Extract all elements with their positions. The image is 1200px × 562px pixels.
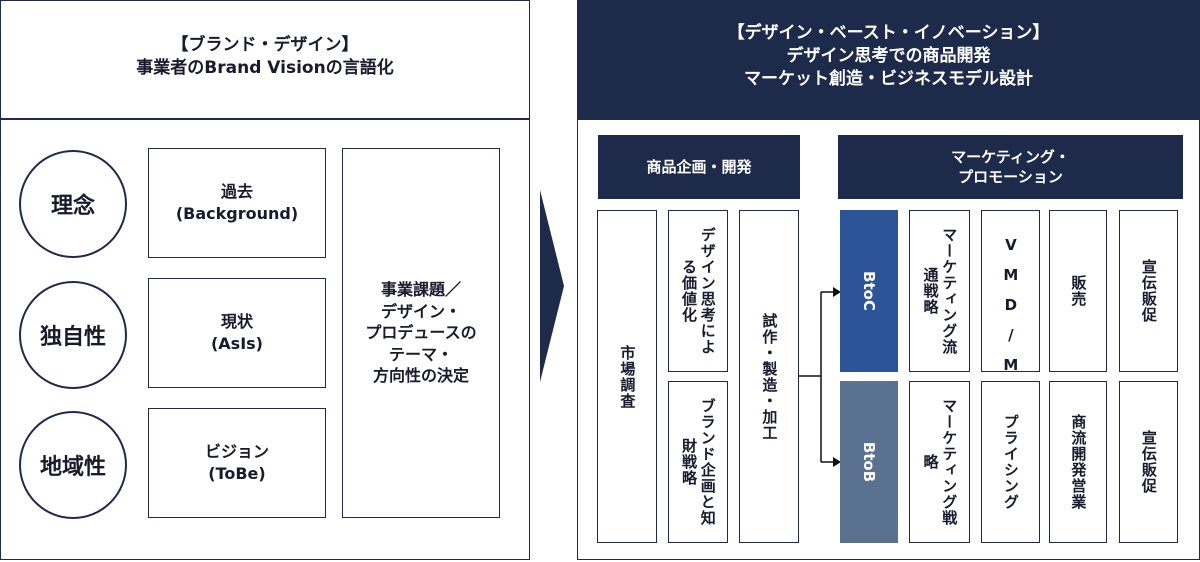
circle-uniqueness: 独自性 xyxy=(19,281,127,389)
circle-regionality: 地域性 xyxy=(19,411,127,519)
advertising-btob-label: 宣伝販促 xyxy=(1139,430,1158,494)
vmd-md-label: VMD/MD xyxy=(1001,236,1020,416)
box-past-background: 過去 (Background) xyxy=(148,148,326,258)
brand-design-header-divider xyxy=(0,118,530,120)
box-advertising-btob: 宣伝販促 xyxy=(1119,381,1178,543)
box-theme-decision: 事業課題／ デザイン・ プロデュースの テーマ・ 方向性の決定 xyxy=(342,148,500,518)
brand-ip-label: ブランド企画と知財戦略 xyxy=(680,398,717,526)
brand-design-panel xyxy=(0,0,530,560)
advertising-btoc-label: 宣伝販促 xyxy=(1139,259,1158,323)
pricing-label: プライシング xyxy=(1001,414,1020,510)
design-innovation-header-bg xyxy=(577,0,1200,120)
box-prototype: 試作・製造・加工 xyxy=(739,210,799,543)
box-channel-development: 商流開発営業 xyxy=(1049,381,1107,543)
circle-philosophy: 理念 xyxy=(19,150,127,258)
box-value-design: デザイン思考による価値化 xyxy=(668,210,728,372)
box-advertising-btoc: 宣伝販促 xyxy=(1119,210,1178,372)
sales-label: 販売 xyxy=(1069,275,1088,307)
product-planning-header: 商品企画・開発 xyxy=(598,135,800,199)
btoc-block: BtoC xyxy=(840,210,898,372)
market-research-label: 市場調査 xyxy=(618,344,637,409)
box-sales: 販売 xyxy=(1049,210,1107,372)
btob-label: BtoB xyxy=(860,441,878,483)
box-marketing-distribution: マーケティング流通戦略 xyxy=(909,210,970,372)
marketing-strategy-label: マーケティング戦略 xyxy=(921,398,959,526)
prototype-label: 試作・製造・加工 xyxy=(760,312,779,441)
box-market-research: 市場調査 xyxy=(597,210,657,543)
box-vision-tobe: ビジョン (ToBe) xyxy=(148,408,326,518)
marketing-distribution-label: マーケティング流通戦略 xyxy=(921,227,959,355)
btob-block: BtoB xyxy=(840,381,898,543)
box-pricing: プライシング xyxy=(981,381,1040,543)
box-marketing-strategy: マーケティング戦略 xyxy=(909,381,970,543)
design-innovation-header: 【デザイン・ベースト・イノベーション】 デザイン思考での商品開発 マーケット創造… xyxy=(727,23,1050,89)
marketing-promotion-header: マーケティング・ プロモーション xyxy=(838,135,1183,199)
box-current-asis: 現状 (AsIs) xyxy=(148,278,326,388)
box-vmd-md: VMD/MD xyxy=(981,210,1040,416)
connector-arrows xyxy=(799,287,841,467)
btoc-label: BtoC xyxy=(859,271,878,311)
brand-design-header: 【ブランド・デザイン】 事業者のBrand Visionの言語化 xyxy=(136,35,394,78)
value-design-label: デザイン思考による価値化 xyxy=(680,227,717,355)
flow-arrow xyxy=(540,190,564,382)
box-brand-ip: ブランド企画と知財戦略 xyxy=(668,381,728,543)
channel-development-label: 商流開発営業 xyxy=(1069,414,1088,510)
